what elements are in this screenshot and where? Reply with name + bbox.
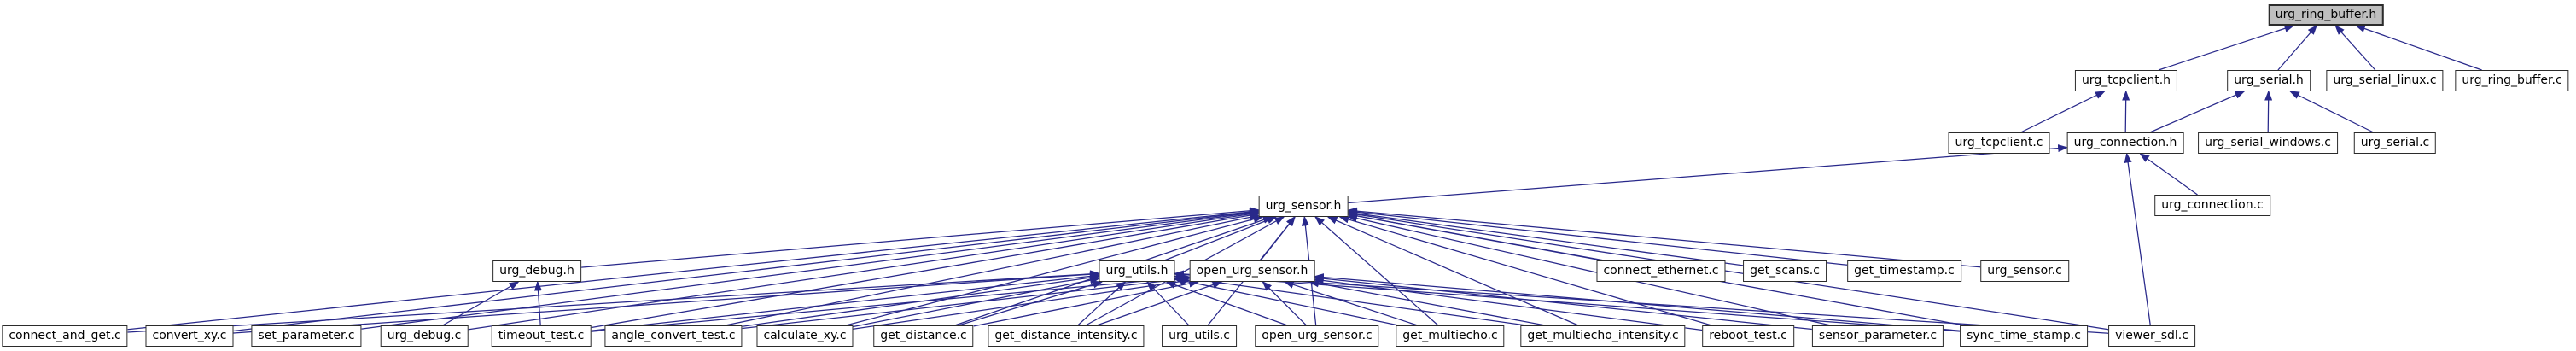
graph-node-calculate-xy-c[interactable]: calculate_xy.c bbox=[756, 325, 854, 347]
edge-urg-connection-h-to-urg-tcpclient-h bbox=[2122, 90, 2130, 133]
graph-node-get-scans-c[interactable]: get_scans.c bbox=[1743, 260, 1827, 282]
graph-node-timeout-test-c[interactable]: timeout_test.c bbox=[491, 325, 592, 347]
graph-node-viewer-sdl-c[interactable]: viewer_sdl.c bbox=[2108, 325, 2195, 347]
edge-reboot-test-c-to-open-urg-sensor-h bbox=[1313, 277, 1703, 331]
edge-get-distance-intensity-c-to-open-urg-sensor-h bbox=[1096, 281, 1223, 326]
graph-node-urg-tcpclient-c[interactable]: urg_tcpclient.c bbox=[1948, 132, 2050, 154]
edge-get-multiecho-intensity-c-to-open-urg-sensor-h bbox=[1308, 279, 1546, 326]
edge-urg-connection-h-to-urg-serial-h bbox=[2149, 91, 2246, 133]
edge-urg-serial-linux-c-to-urg-ring-buffer-h bbox=[2334, 24, 2376, 71]
edge-sync-time-stamp-c-to-open-urg-sensor-h bbox=[1313, 273, 1961, 331]
edge-convert-xy-c-to-urg-utils-h bbox=[233, 270, 1100, 334]
graph-node-urg-sensor-c[interactable]: urg_sensor.c bbox=[1980, 260, 2069, 282]
edge-urg-debug-h-to-urg-sensor-h bbox=[580, 207, 1261, 268]
edge-viewer-sdl-c-to-urg-utils-h bbox=[1174, 270, 2109, 334]
graph-node-get-distance-intensity-c[interactable]: get_distance_intensity.c bbox=[988, 325, 1145, 347]
edge-urg-serial-c-to-urg-serial-h bbox=[2288, 91, 2374, 133]
edge-sensor-parameter-c-to-open-urg-sensor-h bbox=[1313, 274, 1812, 331]
edge-sync-time-stamp-c-to-urg-utils-h bbox=[1174, 271, 1961, 332]
edge-urg-utils-h-to-urg-sensor-h bbox=[1163, 216, 1278, 261]
graph-node-urg-serial-h[interactable]: urg_serial.h bbox=[2227, 70, 2311, 91]
graph-node-get-distance-c[interactable]: get_distance.c bbox=[873, 325, 974, 347]
edge-urg-debug-c-to-urg-sensor-h bbox=[468, 210, 1261, 331]
graph-node-urg-utils-c[interactable]: urg_utils.c bbox=[1162, 325, 1237, 347]
edge-open-urg-sensor-c-to-open-urg-sensor-h bbox=[1262, 280, 1307, 326]
graph-node-urg-debug-c[interactable]: urg_debug.c bbox=[380, 325, 469, 347]
graph-node-urg-utils-h[interactable]: urg_utils.h bbox=[1099, 260, 1175, 282]
graph-node-urg-serial-windows-c[interactable]: urg_serial_windows.c bbox=[2198, 132, 2338, 154]
graph-node-connect-ethernet-c[interactable]: connect_ethernet.c bbox=[1596, 260, 1726, 282]
graph-node-urg-serial-c[interactable]: urg_serial.c bbox=[2353, 132, 2437, 154]
edge-timeout-test-c-to-urg-sensor-h bbox=[591, 211, 1261, 329]
edge-urg-tcpclient-h-to-urg-ring-buffer-h bbox=[2158, 25, 2295, 71]
edge-calculate-xy-c-to-urg-sensor-h bbox=[845, 215, 1264, 326]
edge-get-multiecho-c-to-urg-sensor-h bbox=[1314, 216, 1439, 326]
edge-get-timestamp-c-to-urg-sensor-h bbox=[1346, 208, 1848, 266]
edge-get-distance-c-to-open-urg-sensor-h bbox=[973, 279, 1200, 327]
edge-get-multiecho-intensity-c-to-urg-utils-h bbox=[1174, 273, 1527, 326]
graph-node-connect-and-get-c[interactable]: connect_and_get.c bbox=[2, 325, 128, 347]
edge-get-distance-intensity-c-to-urg-sensor-h bbox=[1085, 216, 1285, 326]
graph-node-urg-serial-linux-c[interactable]: urg_serial_linux.c bbox=[2326, 70, 2444, 91]
graph-node-angle-convert-test-c[interactable]: angle_convert_test.c bbox=[604, 325, 743, 347]
graph-node-urg-ring-buffer-c[interactable]: urg_ring_buffer.c bbox=[2455, 70, 2569, 91]
edge-get-multiecho-c-to-open-urg-sensor-h bbox=[1283, 280, 1418, 326]
edge-get-scans-c-to-urg-sensor-h bbox=[1346, 209, 1744, 266]
edge-reboot-test-c-to-urg-sensor-h bbox=[1338, 215, 1712, 326]
graph-node-open-urg-sensor-h[interactable]: open_urg_sensor.h bbox=[1189, 260, 1315, 282]
graph-node-get-multiecho-intensity-c[interactable]: get_multiecho_intensity.c bbox=[1520, 325, 1686, 347]
edge-viewer-sdl-c-to-urg-connection-h bbox=[2124, 152, 2151, 326]
edge-urg-sensor-c-to-urg-sensor-h bbox=[1346, 207, 1981, 268]
edge-connect-and-get-c-to-urg-utils-h bbox=[127, 270, 1100, 333]
graph-node-urg-debug-h[interactable]: urg_debug.h bbox=[492, 260, 581, 282]
edge-urg-sensor-h-to-urg-connection-h bbox=[1348, 144, 2069, 204]
graph-node-urg-tcpclient-h[interactable]: urg_tcpclient.h bbox=[2074, 70, 2178, 91]
edge-calculate-xy-c-to-open-urg-sensor-h bbox=[853, 278, 1192, 330]
graph-node-set-parameter-c[interactable]: set_parameter.c bbox=[251, 325, 362, 347]
edge-timeout-test-c-to-urg-debug-h bbox=[534, 280, 542, 326]
edge-open-urg-sensor-c-to-urg-utils-h bbox=[1165, 281, 1288, 326]
edge-timeout-test-c-to-open-urg-sensor-h bbox=[591, 273, 1192, 332]
edge-angle-convert-test-c-to-open-urg-sensor-h bbox=[742, 275, 1192, 330]
edge-urg-debug-c-to-urg-debug-h bbox=[442, 281, 520, 326]
graph-node-urg-connection-h[interactable]: urg_connection.h bbox=[2066, 132, 2184, 154]
graph-node-reboot-test-c[interactable]: reboot_test.c bbox=[1702, 325, 1794, 347]
graph-node-get-multiecho-c[interactable]: get_multiecho.c bbox=[1396, 325, 1505, 347]
edge-connect-and-get-c-to-urg-sensor-h bbox=[127, 208, 1261, 331]
edge-angle-convert-test-c-to-urg-sensor-h bbox=[725, 214, 1261, 326]
edge-urg-serial-windows-c-to-urg-serial-h bbox=[2264, 90, 2273, 133]
edge-sensor-parameter-c-to-urg-sensor-h bbox=[1346, 214, 1831, 326]
graph-node-get-timestamp-c[interactable]: get_timestamp.c bbox=[1847, 260, 1961, 282]
edge-urg-tcpclient-c-to-urg-tcpclient-h bbox=[2020, 91, 2106, 133]
edge-get-distance-intensity-c-to-urg-utils-h bbox=[1077, 280, 1127, 326]
edge-urg-utils-c-to-urg-utils-h bbox=[1145, 280, 1190, 326]
edge-get-multiecho-intensity-c-to-urg-sensor-h bbox=[1326, 216, 1579, 326]
graph-node-sync-time-stamp-c[interactable]: sync_time_stamp.c bbox=[1960, 325, 2088, 347]
graph-node-urg-sensor-h[interactable]: urg_sensor.h bbox=[1258, 196, 1349, 217]
edge-viewer-sdl-c-to-urg-sensor-h bbox=[1346, 210, 2109, 331]
graph-node-urg-connection-c[interactable]: urg_connection.c bbox=[2154, 195, 2270, 216]
graph-node-urg-ring-buffer-h[interactable]: urg_ring_buffer.h bbox=[2268, 4, 2384, 26]
edge-timeout-test-c-to-urg-utils-h bbox=[591, 272, 1100, 331]
graph-node-sensor-parameter-c[interactable]: sensor_parameter.c bbox=[1811, 325, 1944, 347]
edge-convert-xy-c-to-urg-sensor-h bbox=[233, 208, 1261, 332]
edge-urg-ring-buffer-c-to-urg-ring-buffer-h bbox=[2354, 25, 2482, 71]
edge-urg-connection-c-to-urg-connection-h bbox=[2139, 153, 2198, 196]
graph-node-convert-xy-c[interactable]: convert_xy.c bbox=[145, 325, 234, 347]
graph-node-open-urg-sensor-c[interactable]: open_urg_sensor.c bbox=[1255, 325, 1379, 347]
edge-urg-serial-h-to-urg-ring-buffer-h bbox=[2277, 24, 2318, 71]
